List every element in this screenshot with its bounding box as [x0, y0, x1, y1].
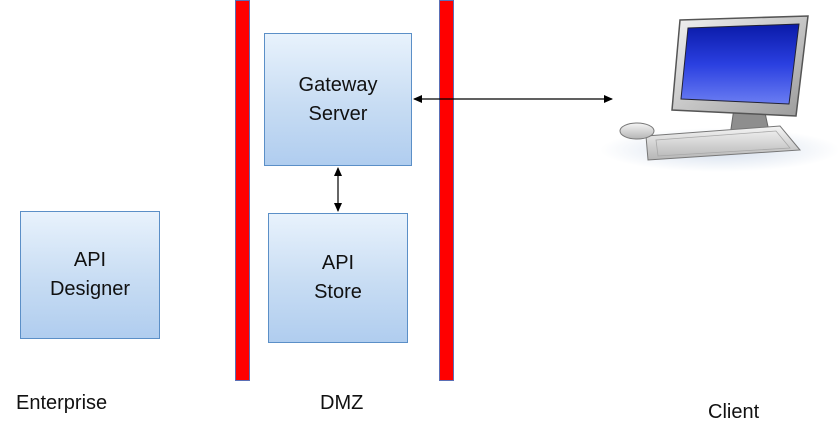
gateway-server-box[interactable]: Gateway Server: [264, 33, 412, 166]
dmz-left-firewall: [235, 0, 250, 381]
api-store-box[interactable]: API Store: [268, 213, 408, 343]
api-designer-box[interactable]: API Designer: [20, 211, 160, 339]
enterprise-zone-label: Enterprise: [16, 392, 108, 414]
dmz-zone-label: DMZ: [320, 392, 364, 414]
client-zone-label: Client: [708, 401, 760, 423]
desktop-computer-icon: [600, 15, 838, 172]
